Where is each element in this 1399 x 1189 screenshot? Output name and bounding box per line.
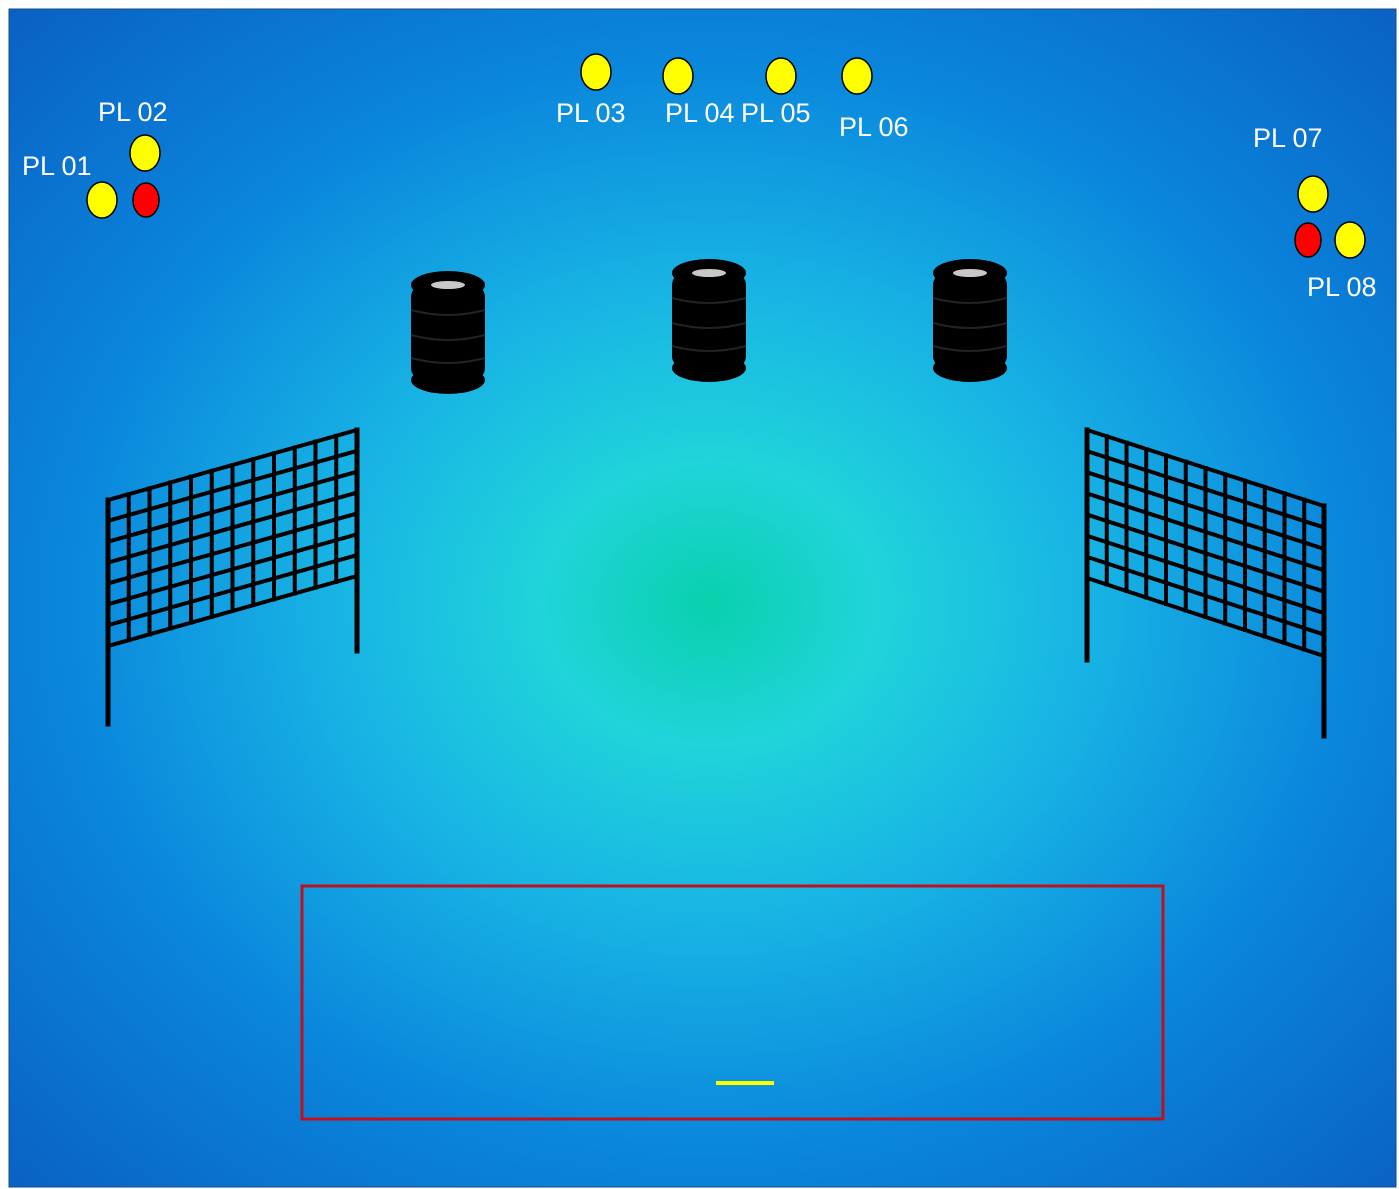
tire-stack-right: [933, 259, 1007, 382]
player-marker-pl06: [842, 58, 872, 94]
player-marker-pl04: [663, 58, 693, 94]
red-marker-right: [1295, 223, 1321, 257]
player-label-pl02: PL 02: [98, 97, 168, 127]
player-label-pl06: PL 06: [839, 112, 909, 142]
player-marker-pl03: [581, 54, 611, 90]
tire-stack-left: [411, 271, 485, 394]
player-label-pl07: PL 07: [1253, 123, 1323, 153]
player-marker-pl05: [766, 58, 796, 94]
player-label-pl05: PL 05: [741, 98, 811, 128]
red-marker-left: [133, 183, 159, 217]
player-label-pl04: PL 04: [665, 98, 735, 128]
tire-stack-middle: [672, 259, 746, 382]
player-marker-pl02: [130, 135, 160, 171]
field-background: [9, 9, 1396, 1187]
player-label-pl08: PL 08: [1307, 272, 1377, 302]
player-marker-pl08: [1335, 222, 1365, 258]
player-label-pl03: PL 03: [556, 98, 626, 128]
player-marker-pl01: [87, 182, 117, 218]
player-marker-pl07: [1298, 176, 1328, 212]
player-label-pl01: PL 01: [22, 151, 92, 181]
